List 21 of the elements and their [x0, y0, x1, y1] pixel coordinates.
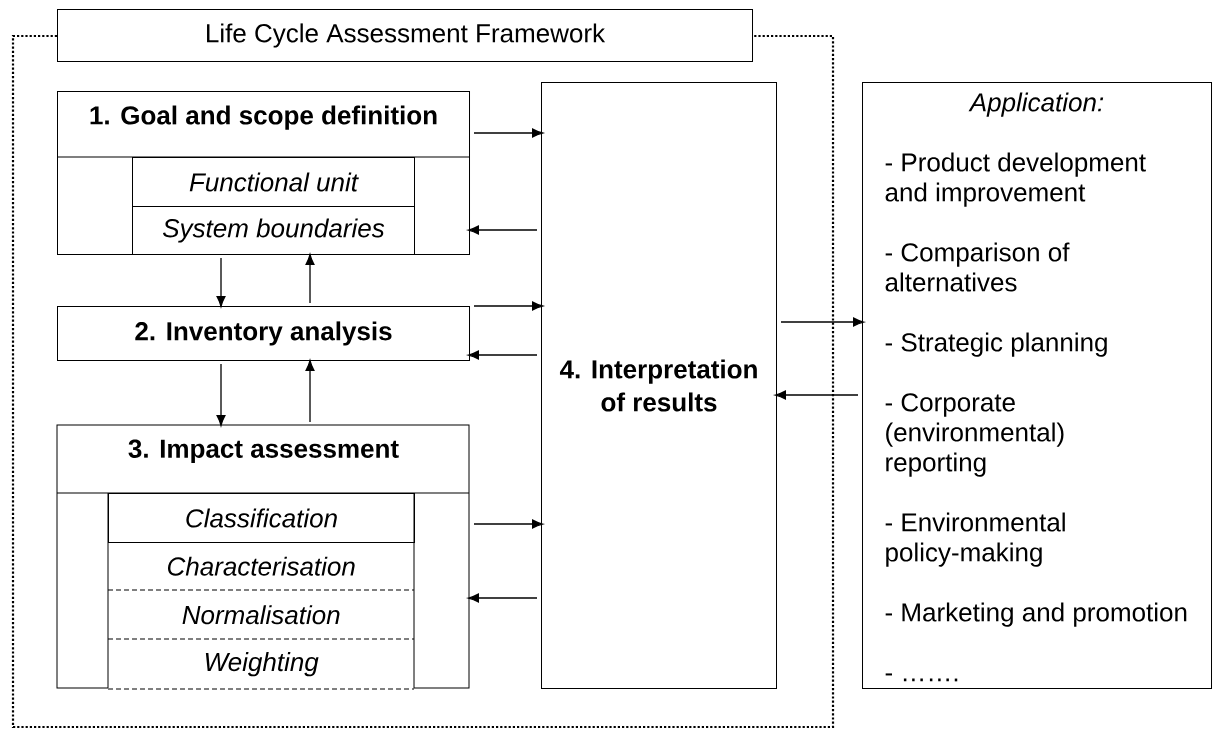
- arrow: [473, 301, 544, 311]
- arrow: [467, 593, 538, 603]
- application-box: Application: - Product development and improvement - Comparison of alternatives - Strategic planning - Corporate (environmental) reporting - Environmental policy-making - Marketing and promotion - …….: [862, 82, 1212, 689]
- arrow: [775, 390, 859, 400]
- step-box: System boundaries: [132, 206, 415, 255]
- step-box: Characterisation: [107, 556, 415, 591]
- arrow: [473, 519, 544, 529]
- arrow: [305, 359, 315, 423]
- arrow: [467, 225, 538, 235]
- arrow: [216, 363, 226, 427]
- step-box: Weighting: [107, 652, 415, 690]
- arrow: [780, 317, 865, 327]
- stage-box: 2. Inventory analysis: [57, 306, 470, 361]
- step-box: Normalisation: [107, 605, 415, 640]
- step-box: Functional unit: [132, 157, 415, 207]
- arrow: [305, 253, 315, 304]
- arrow: [473, 128, 544, 138]
- stage-box: 4. Interpretation of results: [541, 82, 777, 689]
- arrow: [467, 350, 538, 360]
- arrow: [216, 257, 226, 308]
- step-box: Classification: [108, 493, 415, 543]
